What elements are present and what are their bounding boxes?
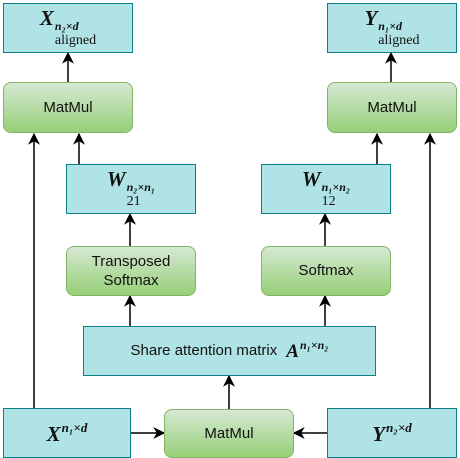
softmax-box: Softmax (261, 246, 391, 296)
transposed-softmax-label: Transposed Softmax (91, 252, 171, 290)
matmul-bottom-box: MatMul (164, 409, 294, 458)
matmul-right-label: MatMul (367, 98, 417, 116)
transposed-softmax-box: Transposed Softmax (66, 246, 196, 296)
share-attention-matrix-text: Share attention matrix (130, 342, 278, 360)
matmul-left-label: MatMul (43, 98, 93, 116)
x-input-label: Xn₁×d (46, 420, 88, 446)
attention-matrix-symbol: An₁×n₂ (286, 337, 329, 362)
matmul-right-box: MatMul (327, 82, 457, 133)
share-attention-matrix-box: Share attention matrix An₁×n₂ (83, 326, 376, 376)
softmax-label: Softmax (298, 262, 354, 280)
x-input-box: Xn₁×d (3, 408, 131, 458)
y-input-label: Yn₂×d (372, 420, 412, 446)
y-input-box: Yn₂×d (327, 408, 457, 458)
matmul-bottom-label: MatMul (204, 424, 254, 442)
matmul-left-box: MatMul (3, 82, 133, 133)
